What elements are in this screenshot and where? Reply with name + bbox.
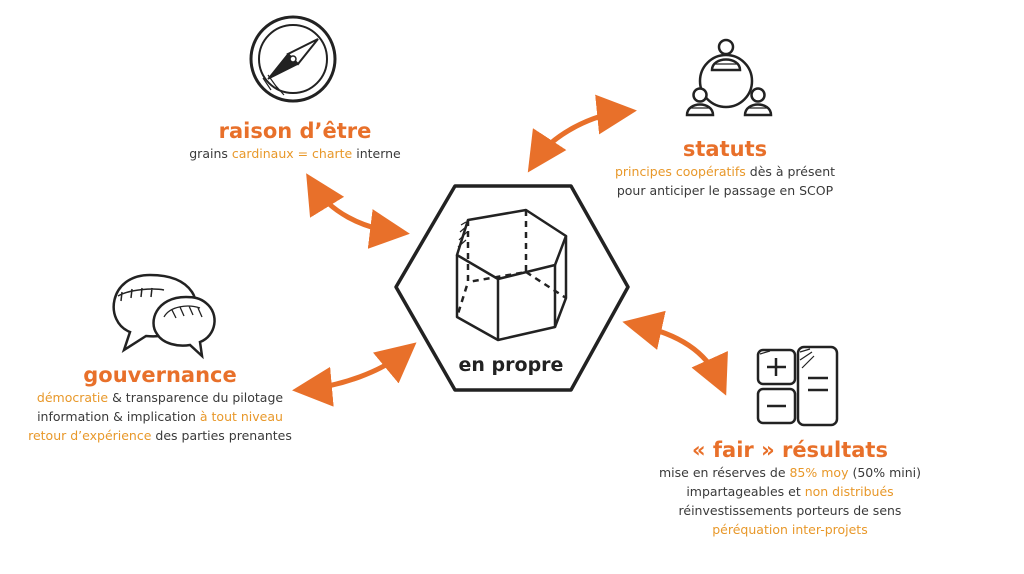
description-text: mise en réserves de (659, 465, 790, 480)
description-line: mise en réserves de 85% moy (50% mini) (640, 463, 940, 482)
node-title: « fair » résultats (692, 438, 888, 462)
description-text: grains (189, 146, 232, 161)
description-line: péréquation inter-projets (640, 520, 940, 539)
arrows (292, 94, 728, 407)
highlighted-text: retour d’expérience (28, 428, 152, 443)
description-line: principes coopératifs dès à présent (580, 162, 870, 181)
node-title: gouvernance (83, 363, 237, 387)
description-text: dès à présent (745, 164, 836, 179)
highlighted-text: non distribués (804, 484, 894, 499)
arrow-statuts (527, 94, 637, 173)
description-text: réinvestissements porteurs de sens (678, 503, 902, 518)
description-line: pour anticiper le passage en SCOP (580, 181, 870, 200)
hexagonal-prism-icon (455, 208, 568, 342)
people-network-icon (685, 38, 773, 117)
description-line: démocratie & transparence du pilotage (10, 388, 310, 407)
description-text: pour anticiper le passage en SCOP (616, 183, 834, 198)
arrow-resultats (622, 310, 728, 396)
highlighted-text: péréquation inter-projets (712, 522, 868, 537)
compass-icon (249, 15, 337, 103)
description-text: interne (352, 146, 401, 161)
node-description: principes coopératifs dès à présent pour … (580, 162, 870, 200)
description-line: grains cardinaux = charte interne (150, 144, 440, 163)
description-line: information & implication à tout niveau (10, 407, 310, 426)
highlighted-text: principes coopératifs (614, 164, 746, 179)
arrow-gouvernance (292, 342, 417, 407)
highlighted-text: 85% moy (789, 465, 849, 480)
node-title: statuts (682, 137, 768, 161)
highlighted-text: à tout niveau (199, 409, 283, 424)
description-line: impartageables et non distribués (640, 482, 940, 501)
node-description: grains cardinaux = charte interne (150, 144, 440, 163)
highlighted-text: démocratie (36, 390, 109, 405)
description-text: (50% mini) (848, 465, 921, 480)
node-statuts: statuts principes coopératifs dès à prés… (580, 136, 870, 200)
calculator-icon (756, 345, 839, 427)
highlighted-text: cardinaux = charte (231, 146, 353, 161)
arrow-raison (306, 173, 410, 249)
node-raison: raison d’être grains cardinaux = charte … (150, 118, 440, 163)
description-text: & transparence du pilotage (108, 390, 284, 405)
node-gouvernance: gouvernance démocratie & transparence du… (10, 362, 310, 445)
center-hexagon (394, 184, 630, 392)
speech-bubbles-icon (112, 273, 216, 360)
node-description: mise en réserves de 85% moy (50% mini)im… (640, 463, 940, 539)
center-label: en propre (458, 354, 564, 376)
description-text: information & implication (37, 409, 200, 424)
description-text: impartageables et (686, 484, 805, 499)
description-text: des parties prenantes (151, 428, 292, 443)
description-line: réinvestissements porteurs de sens (640, 501, 940, 520)
node-resultats: « fair » résultats mise en réserves de 8… (640, 437, 940, 539)
description-line: retour d’expérience des parties prenante… (10, 426, 310, 445)
node-title: raison d’être (218, 119, 372, 143)
